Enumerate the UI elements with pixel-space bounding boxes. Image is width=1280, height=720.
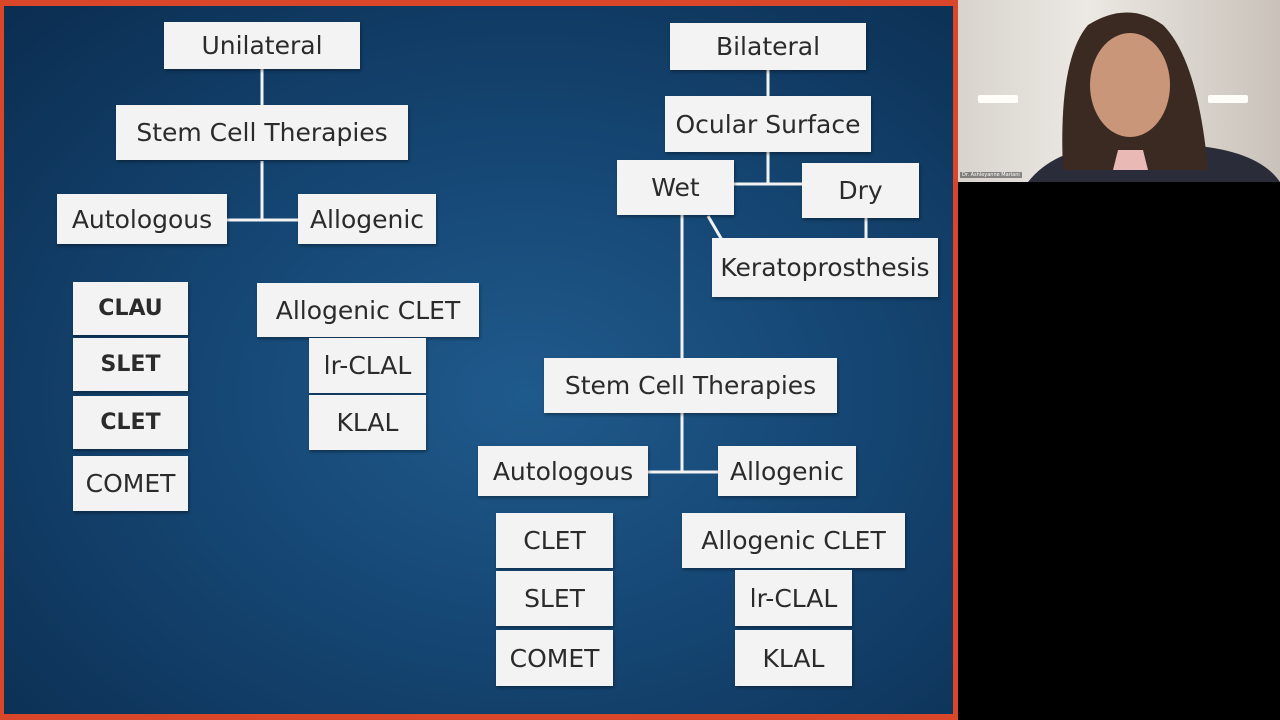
bilateral-autologous-item-clet: CLET (496, 513, 613, 568)
unilateral-autologous-item-clau: CLAU (73, 282, 188, 335)
participant-video-icon (1028, 12, 1280, 182)
bilateral-stem-cell-therapies-box: Stem Cell Therapies (544, 358, 837, 413)
bilateral-autologous-box: Autologous (478, 446, 648, 496)
bilateral-allogenic-item-klal: KLAL (735, 630, 852, 686)
bilateral-allogenic-item-lr-clal: lr-CLAL (735, 570, 852, 626)
unilateral-allogenic-item-klal: KLAL (309, 395, 426, 450)
unilateral-allogenic-box: Allogenic (298, 194, 436, 244)
bilateral-allogenic-box: Allogenic (718, 446, 856, 496)
unilateral-allogenic-item-allogenic-clet: Allogenic CLET (257, 283, 479, 337)
ocular-surface-box: Ocular Surface (665, 96, 871, 152)
slide-frame: Unilateral Stem Cell Therapies Autologou… (0, 0, 958, 720)
unilateral-autologous-item-clet: CLET (73, 396, 188, 449)
connector-lines (226, 68, 868, 474)
unilateral-box: Unilateral (164, 22, 360, 69)
bilateral-allogenic-item-allogenic-clet: Allogenic CLET (682, 513, 905, 568)
bilateral-autologous-item-comet: COMET (496, 630, 613, 686)
slide: Unilateral Stem Cell Therapies Autologou… (4, 6, 953, 714)
unilateral-autologous-item-slet: SLET (73, 338, 188, 391)
webcam-video-tile[interactable]: Dr. Ashleyanne Mariani (958, 0, 1280, 182)
unilateral-autologous-box: Autologous (57, 194, 227, 244)
bilateral-box: Bilateral (670, 23, 866, 70)
participant-name-label: Dr. Ashleyanne Mariani (960, 172, 1022, 178)
unilateral-stem-cell-therapies-box: Stem Cell Therapies (116, 105, 408, 160)
unilateral-autologous-item-comet: COMET (73, 456, 188, 511)
bilateral-autologous-item-slet: SLET (496, 571, 613, 626)
unilateral-allogenic-item-lr-clal: lr-CLAL (309, 338, 426, 393)
dry-box: Dry (802, 163, 919, 218)
keratoprosthesis-box: Keratoprosthesis (712, 238, 938, 297)
wet-box: Wet (617, 160, 734, 215)
